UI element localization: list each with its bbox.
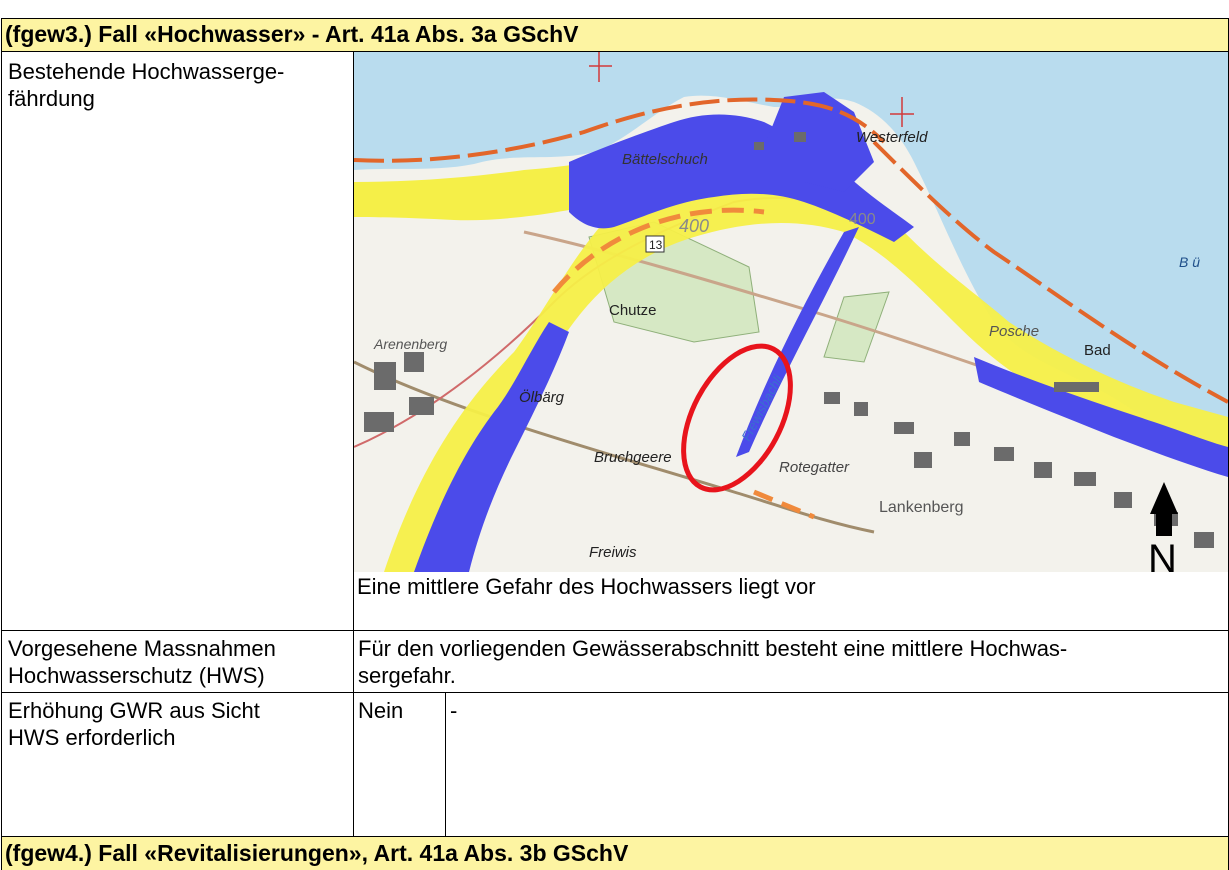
table-divider — [1, 51, 1229, 52]
increase-answer: Nein — [358, 698, 404, 723]
section-title: (fgew3.) Fall «Hochwasser» - Art. 41a Ab… — [5, 21, 579, 47]
perimeter-line-east — [872, 140, 1228, 404]
lake-area — [354, 52, 1228, 472]
grid-ticks — [589, 52, 914, 127]
hazard-low-zone-shore — [354, 157, 614, 221]
north-arrow-stem — [1156, 514, 1172, 536]
map-label-chutze: Chutze — [609, 302, 657, 319]
hazard-low-zone — [384, 163, 1228, 572]
north-label: N — [1148, 537, 1177, 572]
table-border-top — [1, 18, 1229, 19]
row-label-measures: Vorgesehene Massnahmen Hochwasserschutz … — [8, 636, 276, 688]
perimeter-line — [552, 207, 765, 294]
hazard-medium-zone-bad — [974, 357, 1228, 477]
table-column-divider — [445, 692, 446, 836]
north-arrow-icon — [1150, 482, 1178, 514]
measures-text: Für den vorliegenden Gewässerabschnitt b… — [358, 636, 1068, 688]
map-label-freiwis: Freiwis — [589, 544, 637, 561]
map-label-oelbaerg: Ölbärg — [519, 388, 565, 406]
map-label-baettelschuch: Bättelschuch — [622, 151, 708, 168]
map-caption: Eine mittlere Gefahr des Hochwassers lie… — [357, 574, 816, 599]
section-title-2: (fgew4.) Fall «Revitalisierungen», Art. … — [5, 840, 629, 866]
hazard-medium-zone-north — [569, 114, 914, 242]
section-header-fgew4: (fgew4.) Fall «Revitalisierungen», Art. … — [1, 837, 1229, 870]
table-border-left — [1, 18, 2, 870]
table-divider — [1, 692, 1229, 693]
table-divider — [1, 836, 1229, 837]
perimeter-line-south — [753, 489, 815, 520]
map-label-lankenberg: Lankenberg — [879, 499, 964, 516]
map-label-arenenberg: Arenenberg — [373, 336, 447, 352]
hazard-medium-frewisbachli — [736, 227, 859, 457]
road-number: 13 — [649, 238, 663, 252]
map-label-bruchgeere: Bruchgeere — [594, 449, 672, 466]
hazard-map: Westerfeld Bättelschuch Chutze Arenenber… — [354, 52, 1228, 572]
map-label-posche: Posche — [989, 323, 1039, 340]
perimeter-line-shore — [354, 97, 886, 163]
highlight-ellipse — [681, 343, 793, 493]
hazard-medium-zone-westerfeld — [764, 92, 874, 192]
table-column-divider — [353, 51, 354, 836]
road-shield — [645, 235, 665, 253]
map-svg: Westerfeld Bättelschuch Chutze Arenenber… — [354, 52, 1228, 572]
map-label-westerfeld: Westerfeld — [856, 129, 928, 146]
orchard-area-2 — [823, 291, 890, 363]
map-label-contour: 400 — [679, 216, 709, 236]
section-header-fgew3: (fgew3.) Fall «Hochwasser» - Art. 41a Ab… — [1, 18, 1229, 51]
map-label-rotegatter: Rotegatter — [779, 459, 850, 476]
row-label-hazard: Bestehende Hochwasserge- fährdung — [8, 59, 285, 111]
increase-comment: - — [450, 698, 458, 723]
table-divider — [1, 630, 1229, 631]
map-label-bad: Bad — [1084, 342, 1111, 359]
hazard-medium-zone-west — [414, 322, 569, 572]
row-label-increase: Erhöhung GWR aus Sicht HWS erforderlich — [8, 698, 260, 750]
map-label-contour-2: 400 — [849, 211, 876, 228]
map-label-lake: B ü — [1179, 254, 1200, 270]
